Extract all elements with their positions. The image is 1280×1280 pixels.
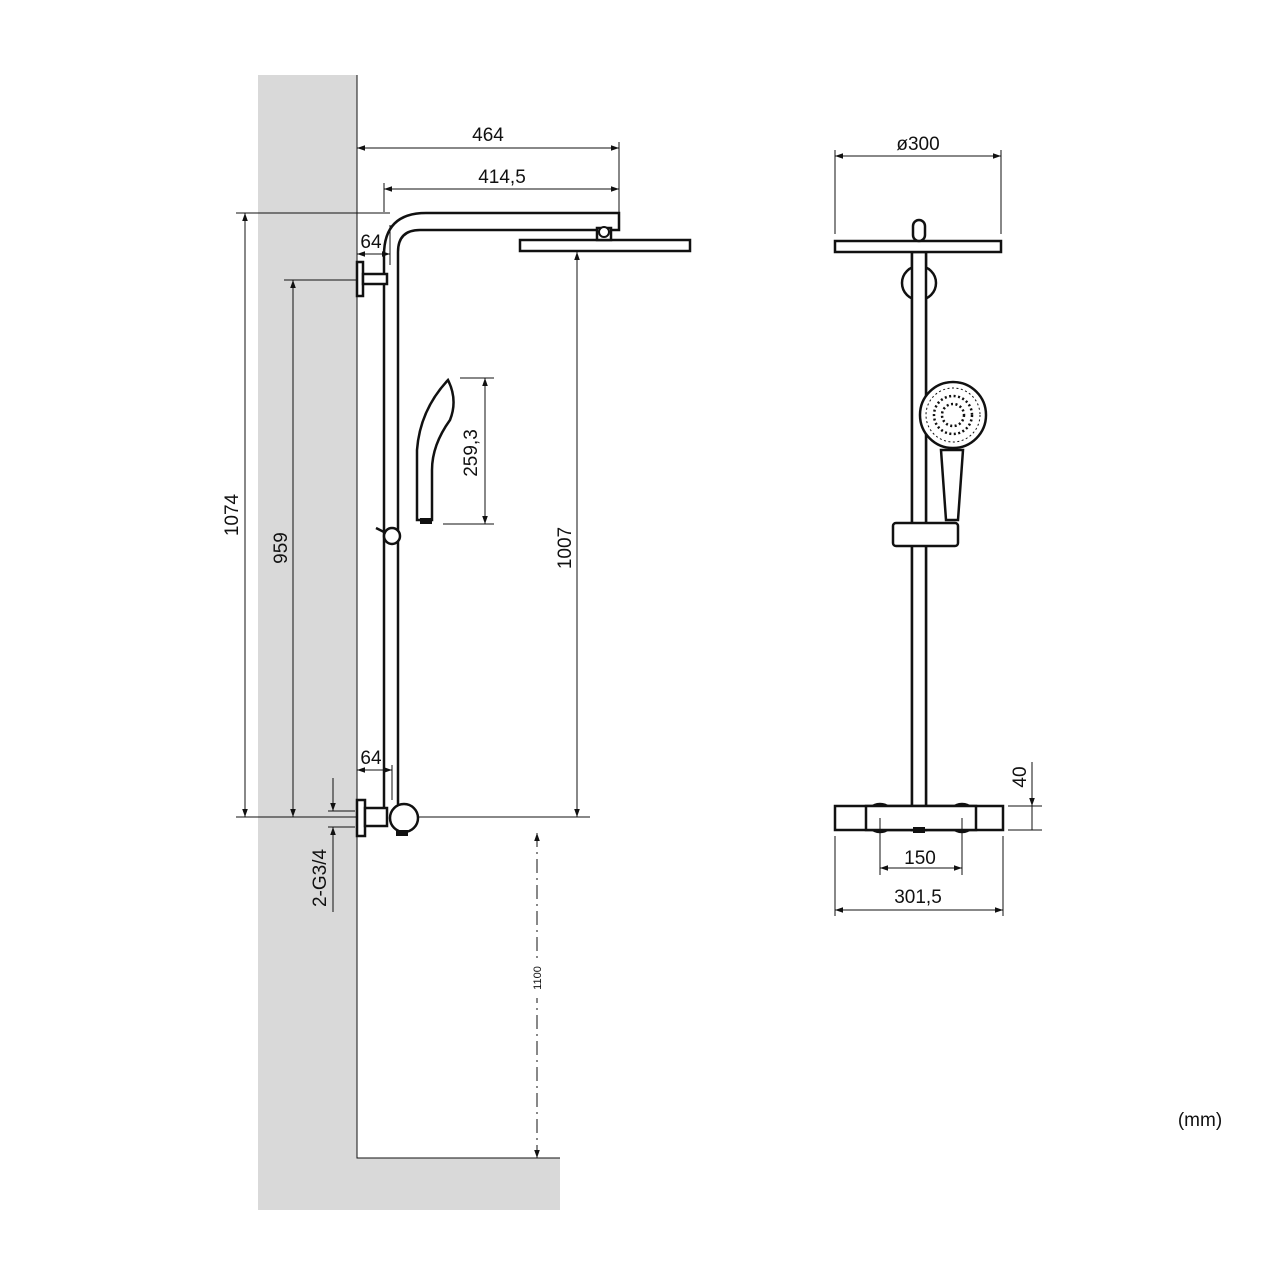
- mixer-connector: [363, 806, 389, 828]
- side-dimensions: 464 414,5 64 1074 959 1007 259,3 64 2-G3…: [222, 125, 620, 1158]
- slider-knob: [382, 526, 402, 546]
- dim-head-diameter: ø300: [896, 134, 939, 155]
- hand-shower-side: [415, 377, 455, 522]
- rain-head-front: [833, 239, 1003, 254]
- hand-shower-handle: [939, 448, 965, 522]
- dim-mixer-height: 40: [1010, 766, 1031, 787]
- riser-pipe: [382, 211, 621, 812]
- front-dimensions: ø300 40 150 301,5: [834, 134, 1042, 916]
- dim-arm-length: 414,5: [478, 167, 526, 188]
- dim-connection: 2-G3/4: [310, 849, 331, 908]
- side-view: [355, 211, 692, 838]
- dim-head-height: 1007: [555, 527, 576, 569]
- dim-bracket-height: 959: [271, 532, 292, 564]
- hand-shower-face: [918, 380, 988, 450]
- wall-section: [258, 75, 560, 1210]
- wall-bracket-rod: [361, 272, 389, 286]
- wall-edge: [356, 75, 560, 1159]
- slider-front: [891, 521, 960, 548]
- rain-head-side: [518, 238, 692, 253]
- dim-install-height: 1100: [532, 966, 544, 990]
- dim-mixer-width: 301,5: [894, 887, 942, 908]
- dim-inlet-spacing: 150: [904, 848, 936, 869]
- units-label: (mm): [1178, 1110, 1222, 1131]
- dim-wall-distance-bottom: 64: [360, 748, 382, 769]
- mixer-body-side: [388, 802, 420, 834]
- dim-hand-shower-length: 259,3: [461, 429, 482, 477]
- head-connector-front: [911, 218, 927, 243]
- dim-arm-projection: 464: [472, 125, 504, 146]
- dim-total-height: 1074: [222, 493, 243, 536]
- dim-wall-distance-top: 64: [360, 232, 382, 253]
- front-view: [833, 218, 1005, 834]
